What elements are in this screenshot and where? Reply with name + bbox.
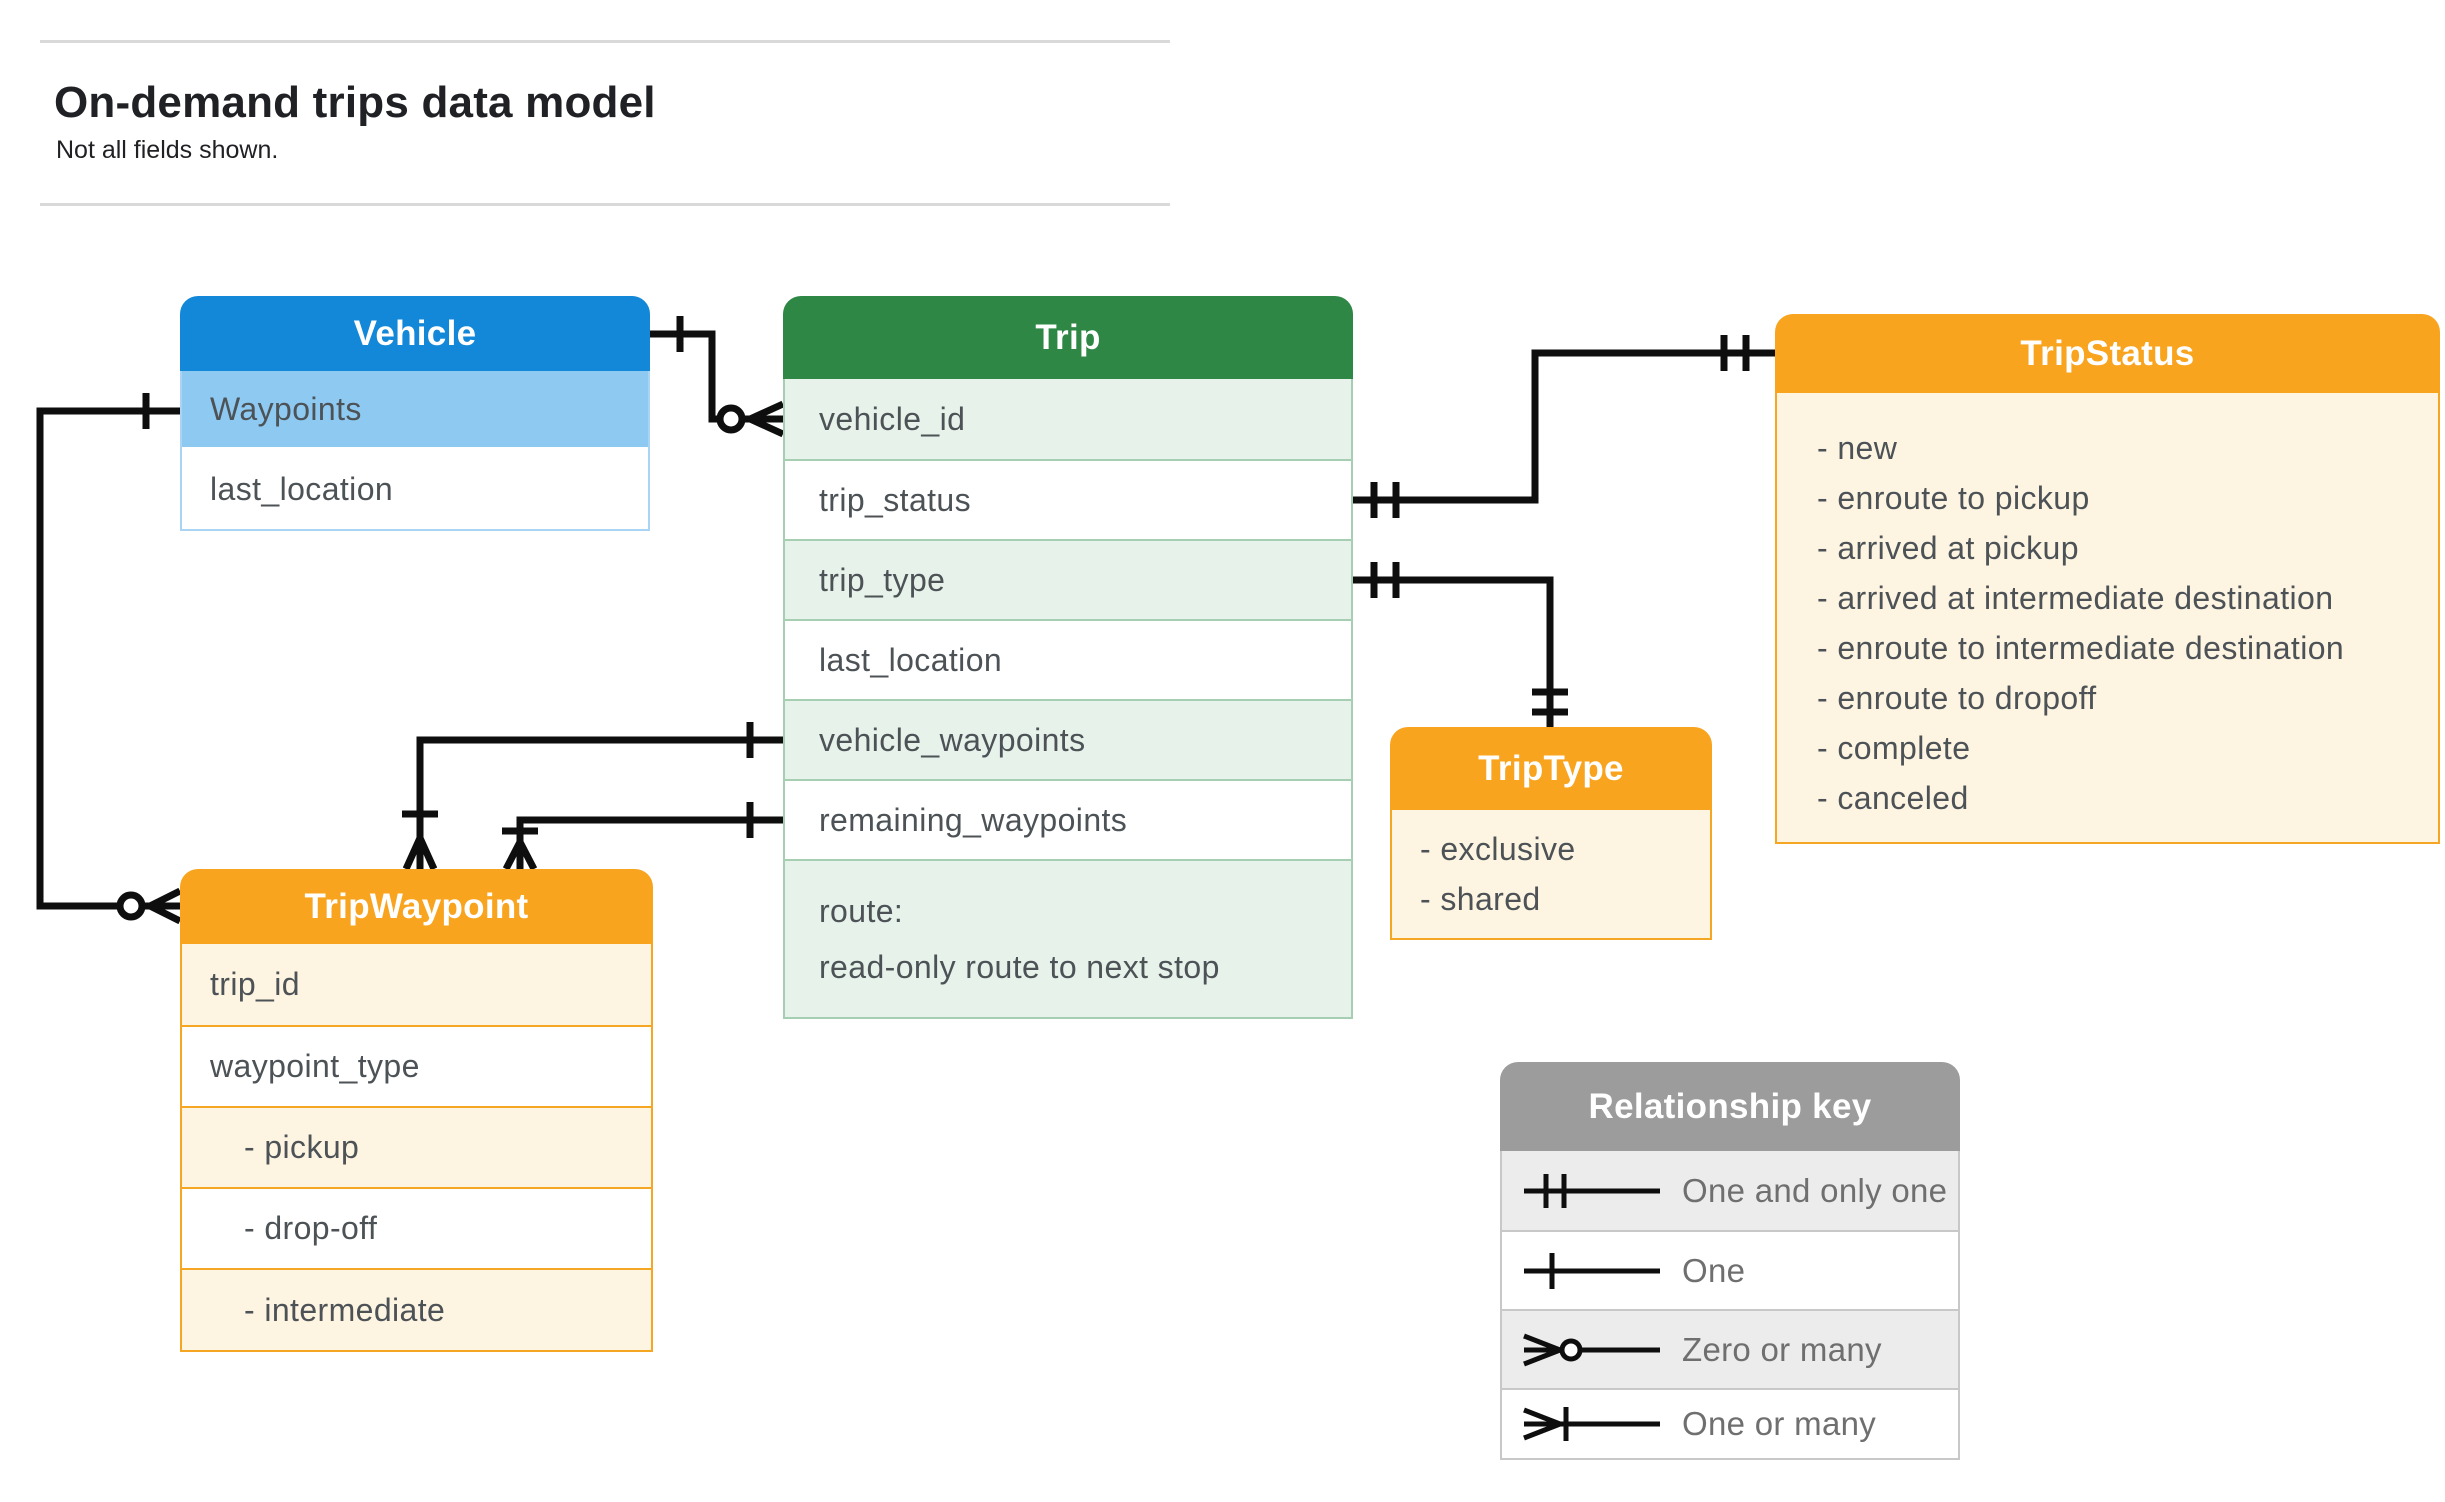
field-trip-last-location: last_location — [785, 619, 1351, 699]
field-trip-route: route: read-only route to next stop — [785, 859, 1351, 1017]
connector-line — [36, 407, 180, 910]
connector-line — [416, 736, 783, 838]
enum-value-complete: - complete — [1817, 730, 1971, 766]
entity-tripstatus: TripStatus - new - enroute to pickup - a… — [1775, 314, 2440, 844]
enum-value-canceled: - canceled — [1817, 780, 1969, 816]
enum-value-enroute-to-dropoff: - enroute to dropoff — [1817, 680, 2097, 716]
field-trip-route-name: route: — [819, 893, 904, 929]
zero-circle — [716, 404, 746, 434]
divider-bottom — [40, 203, 1170, 206]
entity-trip-header: Trip — [783, 296, 1353, 379]
legend-label: One or many — [1682, 1405, 1877, 1442]
entity-tripwaypoint: TripWaypoint trip_id waypoint_type - pic… — [180, 869, 653, 1352]
enum-value-exclusive: - exclusive — [1420, 831, 1576, 867]
field-vehicle-waypoints: Waypoints — [182, 371, 648, 449]
zero-or-many-symbol-icon — [1523, 1333, 1660, 1366]
field-tripwaypoint-trip-id: trip_id — [182, 944, 651, 1025]
connector-vehicle-waypoints-to-tripwaypoint — [36, 393, 182, 925]
page-subtitle: Not all fields shown. — [56, 136, 279, 164]
relationship-key-body: One and only one One Zero or many On — [1500, 1151, 1960, 1460]
connector-line — [1353, 349, 1775, 504]
enum-value-intermediate: - intermediate — [182, 1268, 651, 1350]
entity-vehicle-header: Vehicle — [180, 296, 650, 371]
entity-triptype: TripType - exclusive - shared — [1390, 727, 1712, 940]
crow-foot-many — [402, 836, 438, 871]
one-and-only-one-ticks — [1720, 335, 1750, 371]
legend-row-one-and-only-one: One and only one — [1502, 1151, 1958, 1230]
connector-line — [516, 816, 783, 842]
connector-line — [1353, 576, 1554, 727]
connector-vehicle-to-trip-vehicle-id — [650, 316, 785, 438]
connector-line — [650, 330, 752, 423]
legend-label: One and only one — [1682, 1171, 1948, 1209]
entity-tripstatus-header: TripStatus — [1775, 314, 2440, 393]
field-tripwaypoint-waypoint-type: waypoint_type — [182, 1025, 651, 1106]
entity-vehicle: Vehicle Waypoints last_location — [180, 296, 650, 531]
connector-remaining-waypoints-to-tripwaypoint — [502, 802, 783, 871]
relationship-key: Relationship key One and only one One — [1500, 1062, 1960, 1460]
enum-value-pickup: - pickup — [182, 1106, 651, 1187]
legend-row-one: One — [1502, 1230, 1958, 1309]
connector-trip-status-to-tripstatus — [1353, 335, 1775, 518]
one-and-only-one-symbol-icon — [1524, 1173, 1660, 1208]
enum-value-shared: - shared — [1420, 881, 1541, 917]
enum-value-arrived-at-pickup: - arrived at pickup — [1817, 530, 2079, 566]
one-and-only-one-ticks — [1370, 562, 1400, 598]
enum-value-enroute-to-intermediate-destination: - enroute to intermediate destination — [1817, 630, 2345, 666]
legend-label: Zero or many — [1682, 1330, 1882, 1368]
field-trip-type: trip_type — [785, 539, 1351, 619]
enum-value-enroute-to-pickup: - enroute to pickup — [1817, 480, 2090, 516]
one-and-only-one-ticks — [1370, 482, 1400, 518]
crow-foot-many — [748, 400, 785, 438]
field-trip-vehicle-waypoints: vehicle_waypoints — [785, 699, 1351, 779]
one-and-only-one-ticks — [1532, 688, 1568, 716]
crow-foot-many — [502, 840, 538, 871]
one-or-many-symbol-icon — [1523, 1407, 1660, 1441]
legend-row-zero-or-many: Zero or many — [1502, 1309, 1958, 1388]
enum-value-arrived-at-intermediate-destination: - arrived at intermediate destination — [1817, 580, 2334, 616]
legend-row-one-or-many: One or many — [1502, 1388, 1958, 1458]
field-vehicle-last-location: last_location — [182, 449, 648, 529]
entity-triptype-header: TripType — [1390, 727, 1712, 810]
entity-vehicle-body: Waypoints last_location — [180, 371, 650, 531]
legend-label: One — [1682, 1251, 1746, 1289]
relationship-key-header: Relationship key — [1500, 1062, 1960, 1151]
field-trip-vehicle-id: vehicle_id — [785, 379, 1351, 459]
divider-top — [40, 40, 1170, 43]
entity-tripwaypoint-header: TripWaypoint — [180, 869, 653, 944]
field-trip-status: trip_status — [785, 459, 1351, 539]
crow-foot-many — [148, 887, 182, 925]
entity-trip: Trip vehicle_id trip_status trip_type la… — [783, 296, 1353, 1019]
connector-trip-type-to-triptype — [1353, 562, 1568, 727]
field-trip-route-description: read-only route to next stop — [819, 949, 1220, 985]
enum-value-new: - new — [1817, 430, 1898, 466]
enum-value-drop-off: - drop-off — [182, 1187, 651, 1268]
zero-circle — [116, 891, 146, 921]
page-title: On-demand trips data model — [54, 78, 656, 127]
one-symbol-icon — [1524, 1252, 1660, 1289]
connector-vehicle-waypoints-field-to-tripwaypoint — [402, 722, 783, 871]
field-trip-remaining-waypoints: remaining_waypoints — [785, 779, 1351, 859]
entity-tripwaypoint-body: trip_id waypoint_type - pickup - drop-of… — [180, 944, 653, 1352]
entity-tripstatus-body: - new - enroute to pickup - arrived at p… — [1775, 393, 2440, 844]
entity-triptype-body: - exclusive - shared — [1390, 810, 1712, 940]
entity-trip-body: vehicle_id trip_status trip_type last_lo… — [783, 379, 1353, 1019]
